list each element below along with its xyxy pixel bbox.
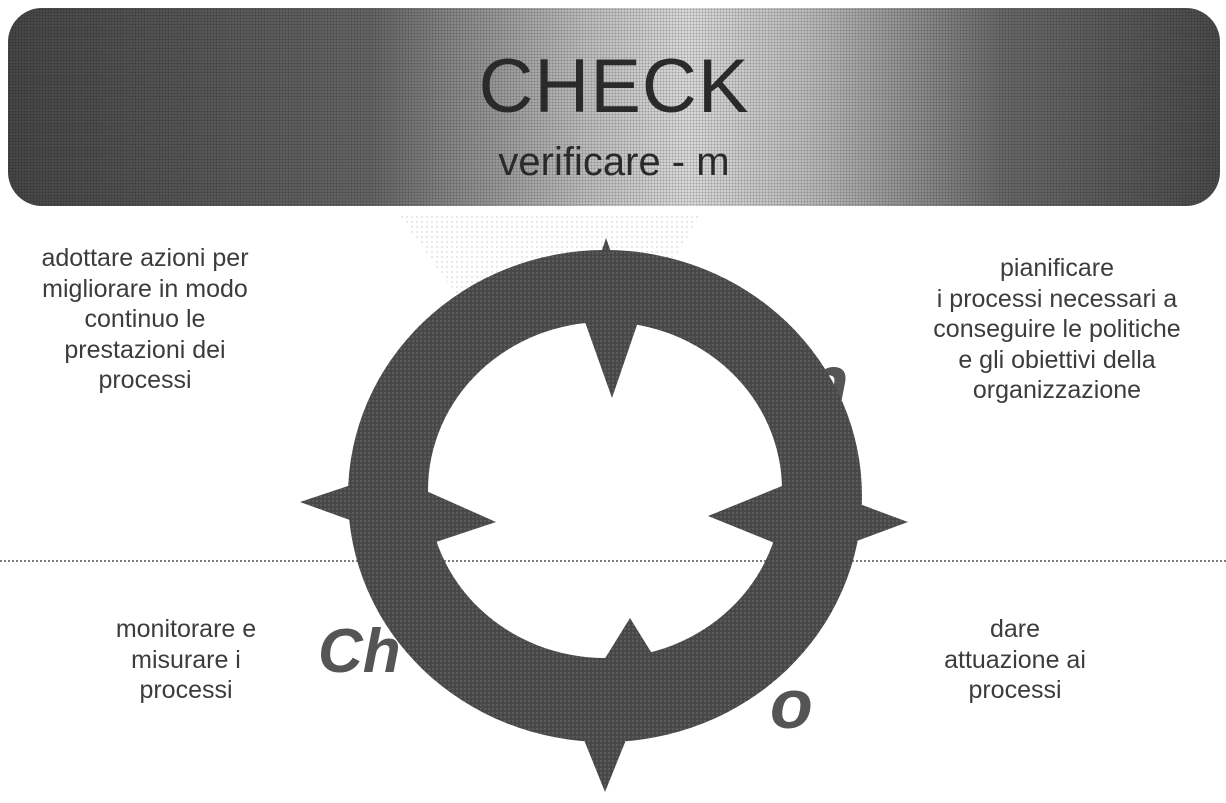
arrow-bottom <box>580 730 630 792</box>
quadrant-divider <box>0 560 1226 562</box>
cycle-ring <box>348 250 862 742</box>
arrow-inner-bottom <box>604 618 656 660</box>
banner-title: CHECK <box>478 44 750 129</box>
do-description: dare attuazione ai processi <box>944 615 1086 704</box>
check-description: monitorare e misurare i processi <box>115 615 257 704</box>
cycle-label-check: Ch <box>318 617 401 686</box>
arrow-top <box>582 238 632 310</box>
plan-description: pianificare i processi necessari a conse… <box>933 254 1181 404</box>
pdca-cycle-diagram: Ch A n o <box>300 216 908 792</box>
act-description: adottare azioni per migliorare in modo c… <box>41 244 249 394</box>
arrow-left <box>300 478 372 528</box>
arrow-right <box>838 496 908 548</box>
arrow-inner-left <box>424 490 496 546</box>
header-banner: CHECK verificare - m <box>8 8 1220 206</box>
arrow-inner-top <box>585 322 638 398</box>
arrow-inner-right <box>708 486 782 546</box>
banner-subtitle: verificare - m <box>498 140 730 184</box>
